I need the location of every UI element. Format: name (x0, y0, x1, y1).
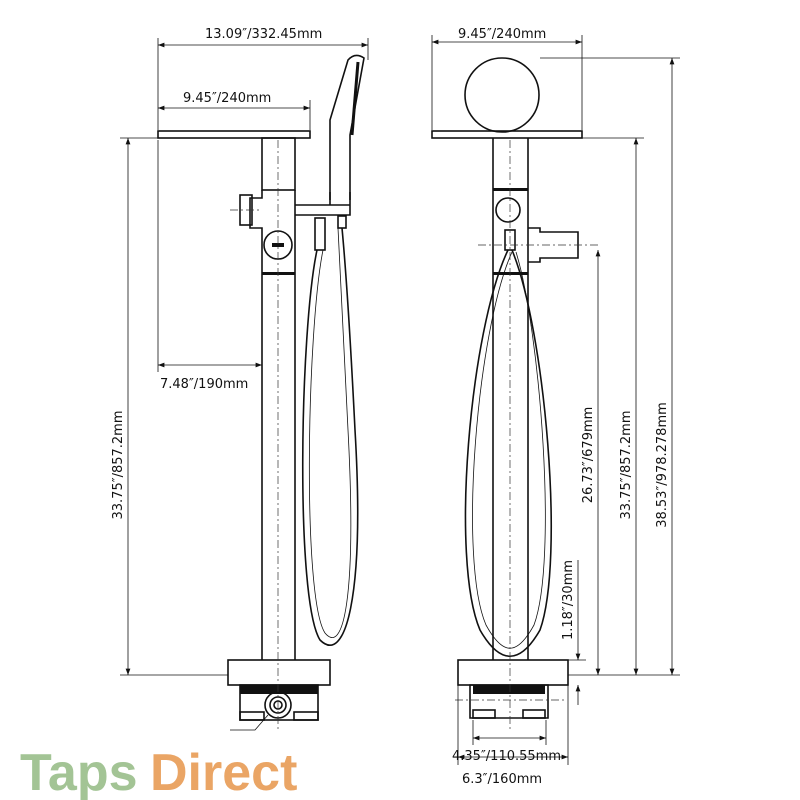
label-base-outer-width: 6.3″/160mm (462, 772, 542, 787)
label-left-spout-width: 9.45″/240mm (183, 91, 271, 106)
diverter-dial (495, 197, 521, 223)
watermark-direct: Direct (150, 744, 297, 800)
label-left-total-width: 13.09″/332.45mm (205, 27, 322, 42)
tapsdirect-watermark-logo: Taps Direct (20, 744, 297, 800)
side-view-faucet (157, 54, 365, 731)
label-right-spout-width: 9.45″/240mm (458, 27, 546, 42)
label-left-reach: 7.48″/190mm (160, 377, 248, 392)
label-spout-height: 33.75″/857.2mm (619, 411, 634, 520)
label-total-height: 38.53″/978.278mm (655, 402, 670, 528)
hose (301, 227, 359, 646)
label-base-inner-width: 4.35″/110.55mm (452, 749, 561, 764)
dimension-lines (120, 35, 680, 765)
hose (464, 249, 553, 657)
label-left-height: 33.75″/857.2mm (111, 411, 126, 520)
watermark-taps: Taps (20, 744, 138, 800)
label-diverter-height: 26.73″/679mm (581, 407, 596, 504)
hand-shower (329, 54, 365, 200)
label-base-thickness: 1.18″/30mm (561, 560, 576, 640)
front-view-faucet (431, 57, 600, 730)
